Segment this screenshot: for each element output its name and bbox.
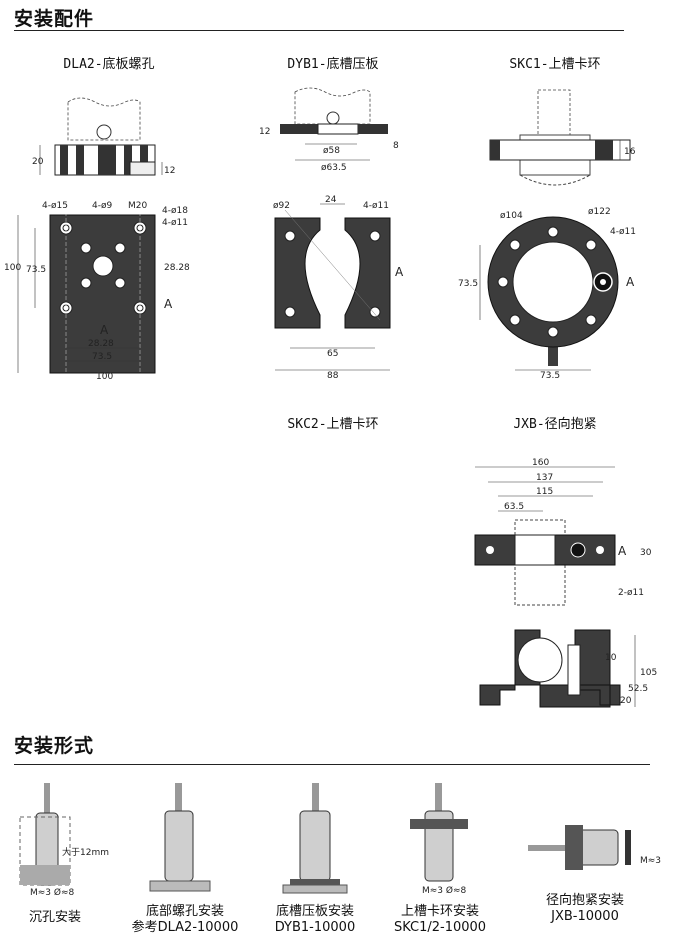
part-title-dyb1: DYB1-底槽压板 bbox=[287, 57, 379, 72]
jxb-dim-h10: 10 bbox=[605, 653, 617, 663]
jxb-dim-h30: 30 bbox=[640, 548, 652, 558]
jxb-dim-h52: 52.5 bbox=[628, 684, 648, 694]
jxb-dim-d11: 2-ø11 bbox=[618, 588, 644, 598]
jxb-dim-h105: 105 bbox=[640, 668, 657, 678]
install-label: 径向抱紧安装 bbox=[545, 893, 624, 908]
install-label: 底槽压板安装 bbox=[275, 904, 354, 919]
dla2-dim-m20: M20 bbox=[128, 201, 147, 211]
section-rule bbox=[14, 30, 624, 31]
install-counterbore: 大于12mm M≈3 Ø≈8 bbox=[19, 783, 109, 898]
dyb1-drawing: 12 8 ø58 ø63.5 ø92 24 4-ø11 A 65 88 bbox=[259, 87, 404, 381]
skc1-dim-h16: 16 bbox=[624, 147, 636, 157]
install-bottom-thread bbox=[149, 783, 211, 892]
part-title-dla2: DLA2-底板螺孔 bbox=[63, 57, 155, 72]
part-title-jxb: JXB-径向抱紧 bbox=[513, 417, 597, 432]
install-label: 上槽卡环安装 bbox=[400, 904, 479, 919]
dla2-dim-d11: 4-ø11 bbox=[162, 218, 188, 228]
skc1-top-view: ø104 ø122 4-ø11 73.5 A 73.5 bbox=[458, 207, 636, 381]
install-bottom-clamp bbox=[282, 783, 348, 894]
dla2-dim-d15: 4-ø15 bbox=[42, 201, 68, 211]
dla2-dim-h20: 20 bbox=[32, 157, 44, 167]
dyb1-dim-h8: 8 bbox=[393, 141, 399, 151]
install-sub: 参考DLA2-10000 bbox=[131, 920, 239, 935]
install-caption-5: 径向抱紧安装 JXB-10000 bbox=[520, 893, 650, 925]
dla2-dim-d9: 4-ø9 bbox=[92, 201, 112, 211]
install-sub: SKC1/2-10000 bbox=[393, 920, 487, 935]
part-title-skc2: SKC2-上槽卡环 bbox=[287, 417, 379, 432]
dyb1-top-view: ø92 24 4-ø11 A 65 88 bbox=[273, 195, 404, 381]
jxb-top-view: 160 137 115 63.5 A 30 2-ø11 bbox=[474, 458, 652, 606]
skc1-dim-d11: 4-ø11 bbox=[610, 227, 636, 237]
dyb1-side-view: 12 8 ø58 ø63.5 bbox=[259, 87, 399, 173]
dla2-label-a2: A bbox=[100, 323, 109, 337]
dla2-dim-w28: 28.28 bbox=[164, 263, 190, 273]
dyb1-dim-d58: ø58 bbox=[323, 146, 340, 156]
jxb-dim-w115: 115 bbox=[536, 487, 553, 497]
skc1-side-view: 16 bbox=[489, 89, 636, 186]
dla2-dim-w100: 100 bbox=[4, 263, 21, 273]
jxb-dim-h20: 20 bbox=[620, 696, 632, 706]
section-rule bbox=[14, 764, 650, 765]
dla2-drawing: 20 12 4-ø15 4-ø9 M20 4-ø18 4-ø11 100 73.… bbox=[4, 97, 190, 382]
install-caption-2: 底部螺孔安装 参考DLA2-10000 bbox=[120, 904, 250, 936]
dla2-dim-w28b: 28.28 bbox=[88, 339, 114, 349]
jxb-front-view: 105 10 52.5 20 bbox=[479, 629, 657, 708]
dla2-dim-d18: 4-ø18 bbox=[162, 206, 188, 216]
install-note: M≈3 Ø≈8 bbox=[422, 885, 467, 896]
jxb-label-a: A bbox=[618, 544, 627, 558]
dla2-dim-h12: 12 bbox=[164, 166, 175, 176]
skc1-dim-d122: ø122 bbox=[588, 207, 611, 217]
dla2-side-view: 20 12 bbox=[32, 97, 175, 176]
dyb1-label-a: A bbox=[395, 265, 404, 279]
dyb1-dim-w88: 88 bbox=[327, 371, 339, 381]
skc1-dim-d104: ø104 bbox=[500, 211, 523, 221]
dyb1-dim-h12: 12 bbox=[259, 127, 270, 137]
jxb-drawing: 160 137 115 63.5 A 30 2-ø11 105 10 52.5 … bbox=[474, 458, 657, 708]
jxb-dim-w160: 160 bbox=[532, 458, 549, 468]
dyb1-dim-d63: ø63.5 bbox=[321, 163, 347, 173]
install-caption-1: 沉孔安装 bbox=[10, 910, 100, 926]
section-title-accessories: 安装配件 bbox=[14, 8, 95, 30]
install-side-note: M≈3 bbox=[640, 856, 661, 866]
dla2-dim-w73: 73.5 bbox=[26, 265, 46, 275]
dyb1-dim-w65: 65 bbox=[327, 349, 338, 359]
section-title-installation: 安装形式 bbox=[14, 735, 95, 757]
install-label: 沉孔安装 bbox=[28, 910, 81, 925]
dyb1-dim-d11: 4-ø11 bbox=[363, 201, 389, 211]
skc1-label-a: A bbox=[626, 275, 635, 289]
dla2-label-a1: A bbox=[164, 297, 173, 311]
dla2-dim-w100b: 100 bbox=[96, 372, 113, 382]
install-label: 底部螺孔安装 bbox=[145, 904, 224, 919]
dla2-top-view: 4-ø15 4-ø9 M20 4-ø18 4-ø11 100 73.5 28.2… bbox=[4, 201, 190, 382]
install-sub: DYB1-10000 bbox=[274, 920, 356, 935]
install-top-ring: M≈3 Ø≈8 bbox=[410, 783, 468, 896]
part-title-skc1: SKC1-上槽卡环 bbox=[509, 57, 601, 72]
install-note: M≈3 Ø≈8 bbox=[30, 887, 75, 898]
skc1-dim-h73: 73.5 bbox=[458, 279, 478, 289]
jxb-dim-w63: 63.5 bbox=[504, 502, 524, 512]
install-radial-clamp: M≈3 bbox=[528, 825, 661, 870]
dyb1-dim-w24: 24 bbox=[325, 195, 337, 205]
jxb-dim-w137: 137 bbox=[536, 473, 553, 483]
install-side-note: 大于12mm bbox=[62, 846, 109, 858]
dyb1-dim-d92: ø92 bbox=[273, 201, 290, 211]
install-drawings: 大于12mm M≈3 Ø≈8 M≈3 Ø≈8 M≈3 bbox=[19, 783, 661, 898]
install-caption-4: 上槽卡环安装 SKC1/2-10000 bbox=[380, 904, 500, 936]
skc1-drawing: 16 ø104 ø122 4-ø11 73.5 A 73.5 bbox=[458, 89, 636, 381]
skc1-dim-w73: 73.5 bbox=[540, 371, 560, 381]
dla2-dim-w73b: 73.5 bbox=[92, 352, 112, 362]
install-caption-3: 底槽压板安装 DYB1-10000 bbox=[255, 904, 375, 936]
install-sub: JXB-10000 bbox=[551, 909, 619, 924]
